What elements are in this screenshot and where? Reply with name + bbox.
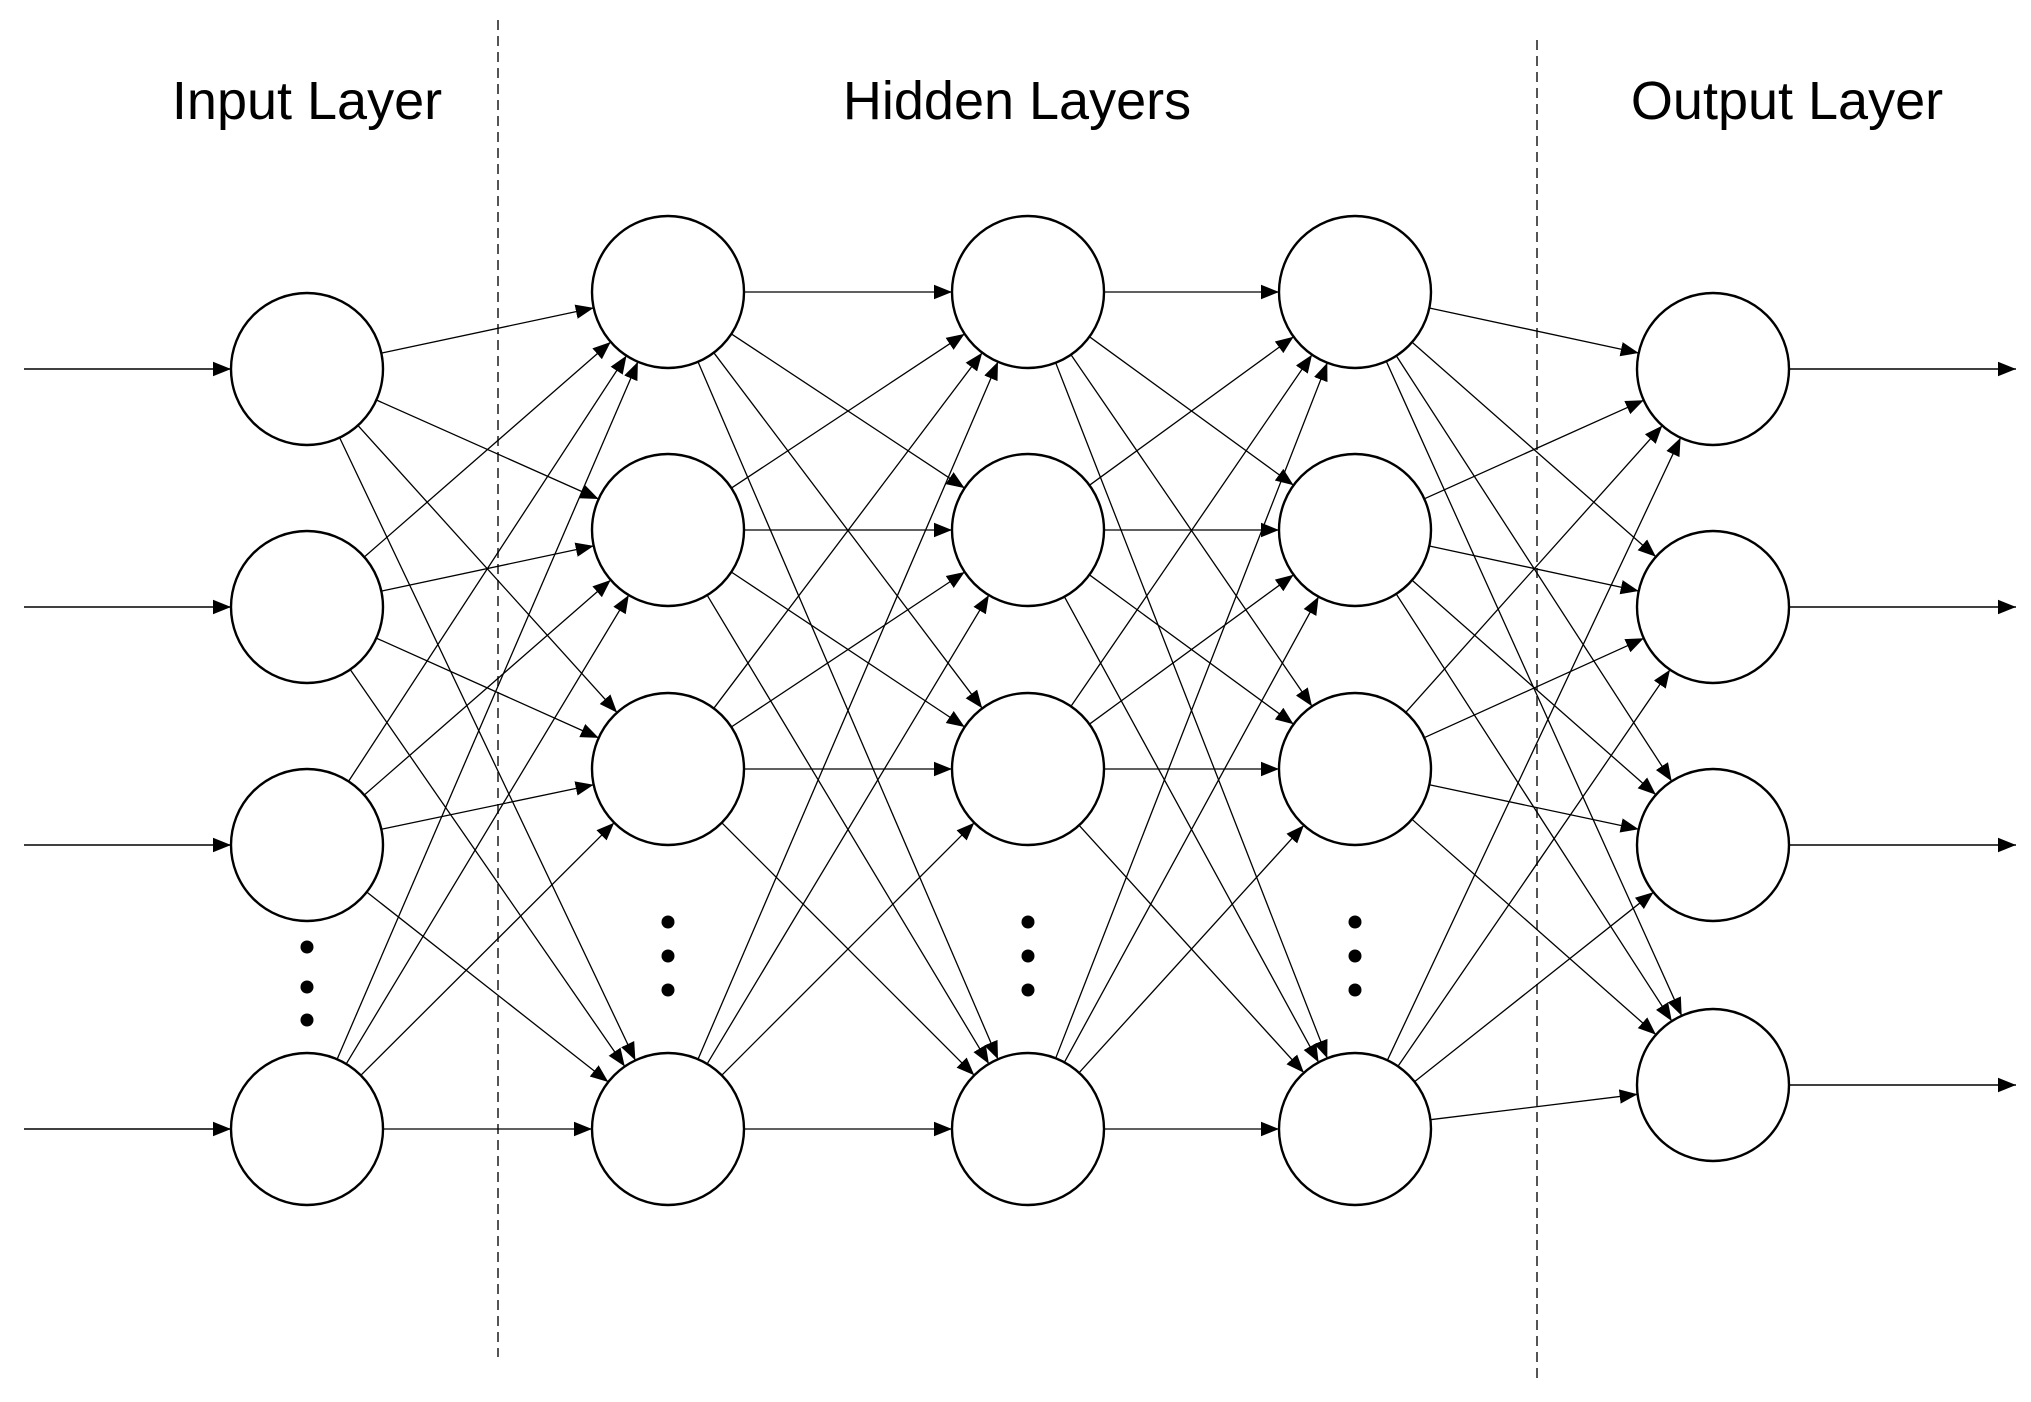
hidden-node	[950, 214, 1106, 370]
connection-edge	[347, 355, 628, 782]
input-node	[229, 291, 385, 447]
hidden-node	[950, 452, 1106, 608]
input-layer-title: Input Layer	[171, 71, 443, 131]
ellipsis-dot	[1021, 983, 1035, 997]
ellipsis-dot	[661, 949, 675, 963]
hidden-layers-title: Hidden Layers	[842, 71, 1192, 131]
connection-edge	[381, 781, 594, 830]
connection-edge	[1070, 354, 1313, 707]
output-node	[1635, 529, 1791, 685]
connection-edge	[1405, 425, 1663, 713]
connection-edge	[706, 594, 990, 1065]
connection-edge	[1089, 574, 1294, 725]
connection-edge	[1411, 818, 1657, 1036]
connection-edge	[713, 352, 983, 709]
ellipsis-dot	[1021, 949, 1035, 963]
ellipsis-dot	[1348, 915, 1362, 929]
connection-edge	[1423, 637, 1645, 739]
ellipsis-dot	[661, 983, 675, 997]
hidden-node	[590, 1051, 746, 1207]
output-node	[1635, 767, 1791, 923]
connection-edge	[1063, 596, 1320, 1063]
connection-edge	[731, 333, 965, 489]
connection-edge	[1430, 1089, 1638, 1121]
connection-edge	[697, 361, 999, 1060]
output-node	[1635, 1007, 1791, 1163]
hidden-node	[1277, 452, 1433, 608]
hidden-node	[1277, 691, 1433, 847]
connection-edge	[363, 579, 612, 796]
output-node	[1635, 291, 1791, 447]
connection-edge	[336, 361, 639, 1060]
input-node	[229, 529, 385, 685]
ellipsis-dot	[300, 1013, 314, 1027]
hidden-node	[590, 691, 746, 847]
connection-edge	[345, 594, 630, 1065]
connection-edge	[363, 341, 612, 558]
connection-edge	[381, 304, 594, 354]
ellipsis-dot	[661, 915, 675, 929]
ellipsis-dot	[300, 980, 314, 994]
ellipsis-dot	[300, 940, 314, 954]
connection-edge	[721, 822, 975, 1076]
hidden-node	[950, 1051, 1106, 1207]
hidden-node	[1277, 214, 1433, 370]
connection-edge	[1089, 336, 1294, 486]
connection-edge	[1414, 891, 1654, 1083]
hidden-node	[950, 691, 1106, 847]
connection-edge	[1424, 399, 1644, 500]
connection-edge	[1055, 362, 1328, 1059]
hidden-node	[590, 214, 746, 370]
hidden-node	[1277, 1051, 1433, 1207]
connection-edge	[730, 571, 966, 728]
connection-edge	[349, 669, 626, 1067]
connection-edge	[1078, 824, 1305, 1074]
ellipsis-dot	[1021, 915, 1035, 929]
ellipsis-dot	[1348, 983, 1362, 997]
input-node	[229, 1051, 385, 1207]
connection-edge	[339, 437, 636, 1061]
connection-edge	[366, 891, 609, 1083]
input-node	[229, 767, 385, 923]
output-layer-title: Output Layer	[1630, 71, 1944, 131]
connection-edge	[1429, 307, 1639, 357]
ellipsis-dot	[1348, 949, 1362, 963]
connection-edge	[1429, 784, 1639, 833]
connection-edge	[1386, 437, 1682, 1061]
connection-edge	[1397, 669, 1671, 1067]
connection-edge	[360, 822, 615, 1076]
hidden-node	[590, 452, 746, 608]
